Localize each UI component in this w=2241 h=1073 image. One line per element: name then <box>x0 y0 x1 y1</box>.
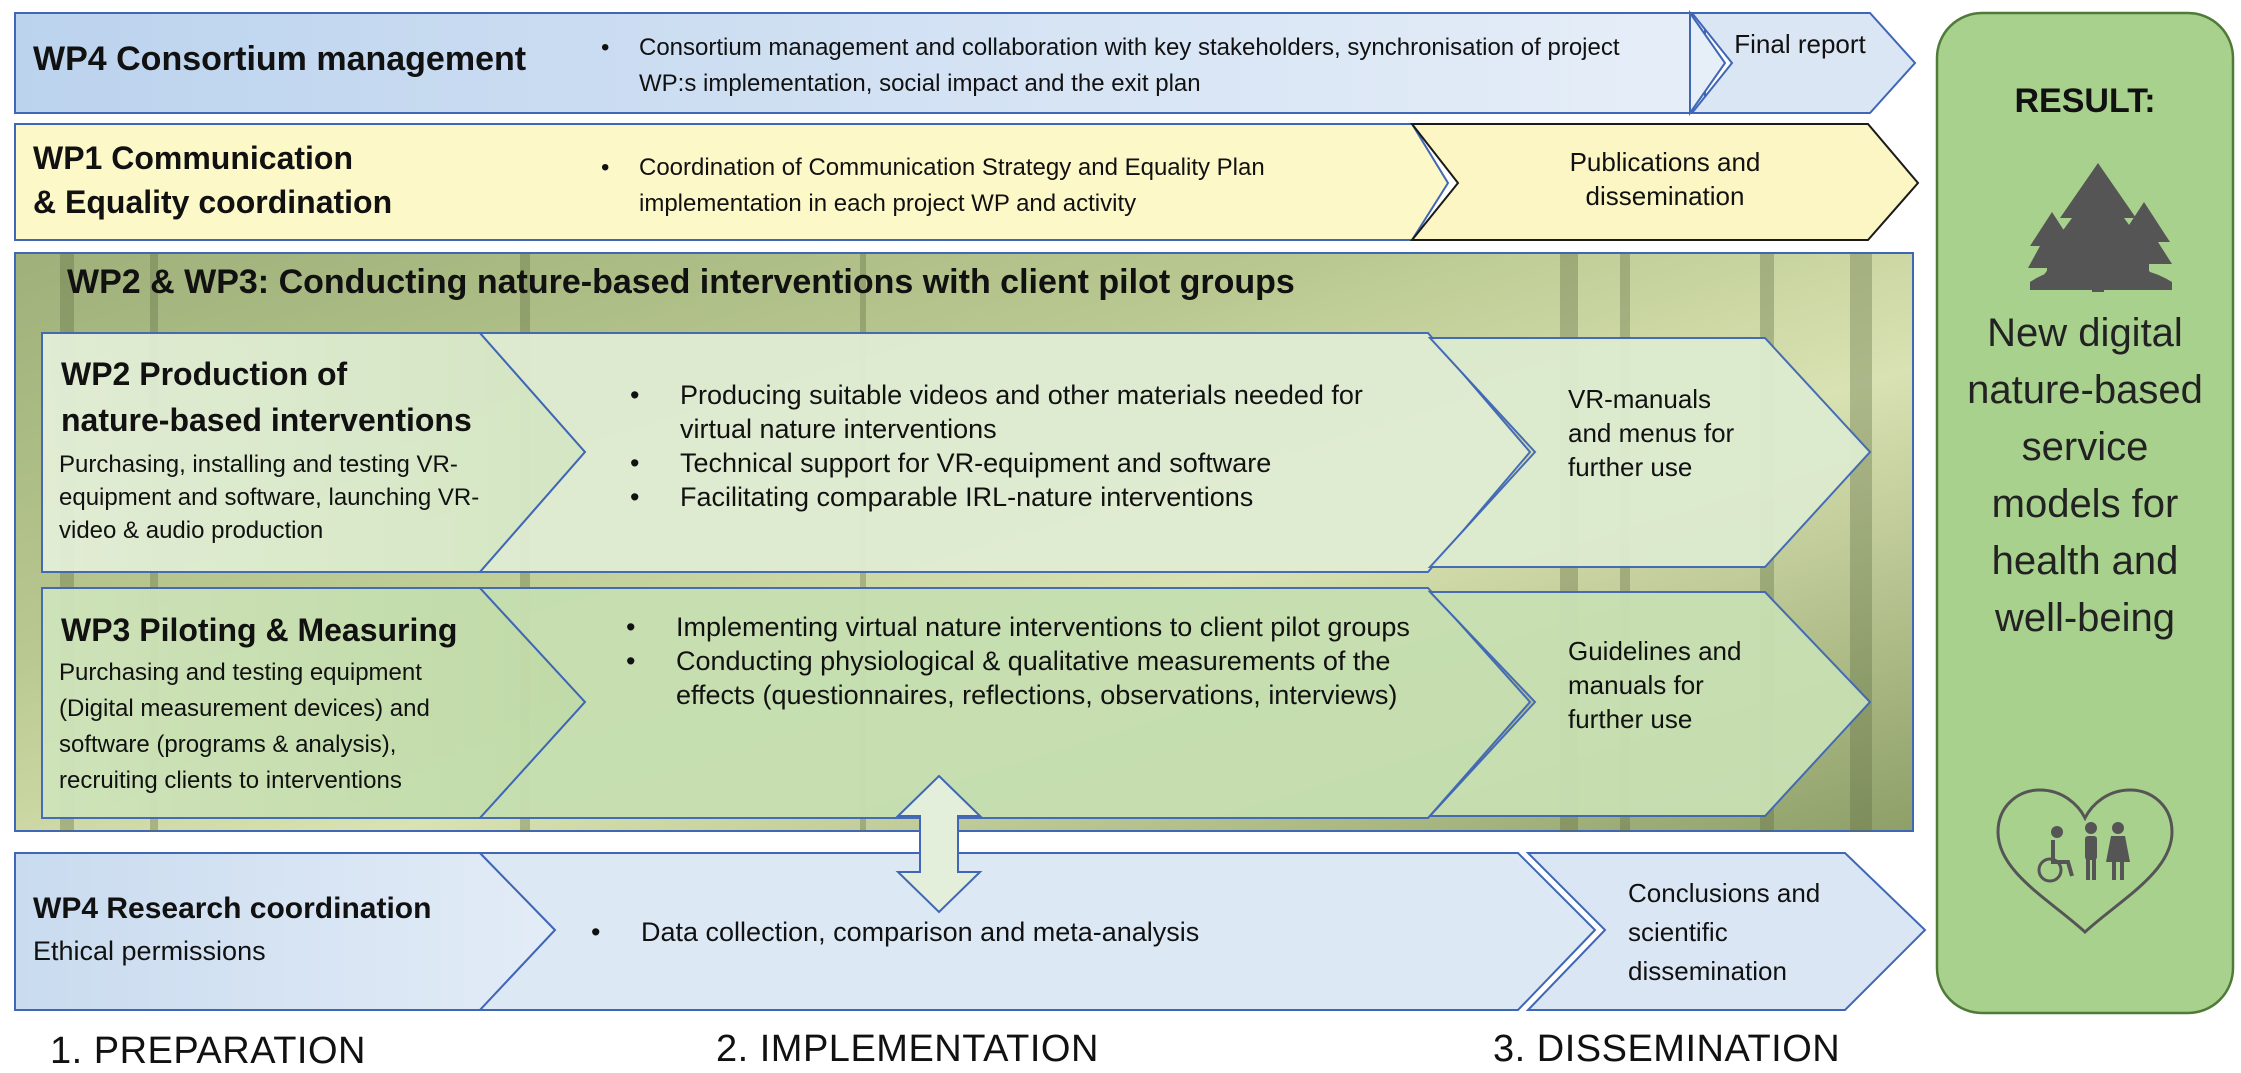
final-report-label: Final report <box>1734 29 1866 59</box>
wp3-title: WP3 Piloting & Measuring <box>61 612 458 648</box>
wp4-research-description: Ethical permissions <box>33 936 266 966</box>
wp4-research-bullets: Data collection, comparison and meta-ana… <box>583 915 1483 949</box>
wp3-bullet: Implementing virtual nature intervention… <box>618 610 1418 644</box>
wp4-research-output-chevron <box>1525 852 1927 1011</box>
wp2-bullets: Producing suitable videos and other mate… <box>622 378 1402 514</box>
wp4-research-output-label: Conclusions and scientific dissemination <box>1628 878 1821 986</box>
wp3-description: Purchasing and testing equipment (Digita… <box>59 659 430 794</box>
publications-label: Publications and dissemination <box>1569 147 1761 211</box>
wp23-heading: WP2 & WP3: Conducting nature-based inter… <box>67 263 1295 301</box>
wp2-title-line2: nature-based interventions <box>61 402 472 438</box>
wp4-research-title: WP4 Research coordination <box>33 892 432 925</box>
heart-people-icon <box>1996 788 2174 935</box>
wp4-research-bullet: Data collection, comparison and meta-ana… <box>583 915 1483 949</box>
wp2-title-line1: WP2 Production of <box>61 356 348 392</box>
result-text: New digital nature-based service models … <box>1967 311 2203 640</box>
trees-icon <box>2028 163 2172 292</box>
double-arrow-icon <box>895 774 983 914</box>
wp3-output-chevron <box>1427 591 1872 817</box>
wp2-description: Purchasing, installing and testing VR-eq… <box>59 451 480 544</box>
wp2-bullet: Facilitating comparable IRL-nature inter… <box>622 480 1402 514</box>
wp1-title-line2: & Equality coordination <box>33 184 393 220</box>
wp4-consortium-bullets: Consortium management and collaboration … <box>593 30 1673 102</box>
wp4-consortium-title: WP4 Consortium management <box>33 40 527 78</box>
phase-dissemination: 3. DISSEMINATION <box>1493 1028 1841 1070</box>
wp4-consortium-arrow <box>1689 9 1727 117</box>
wp2-bullet: Technical support for VR-equipment and s… <box>622 446 1402 480</box>
publications-chevron <box>1409 123 1920 241</box>
wp3-bullets: Implementing virtual nature intervention… <box>618 610 1418 712</box>
wp4-consortium-bullet: Consortium management and collaboration … <box>593 30 1673 102</box>
wp2-output-label: VR-manuals and menus for further use <box>1568 384 1735 482</box>
wp1-bullet: Coordination of Communication Strategy a… <box>593 150 1313 222</box>
wp3-bullet: Conducting physiological & qualitative m… <box>618 644 1418 712</box>
phase-preparation: 1. PREPARATION <box>50 1030 366 1072</box>
wp2-output-chevron <box>1427 337 1872 568</box>
wp1-bullets: Coordination of Communication Strategy a… <box>593 150 1313 222</box>
wp1-title-line1: WP1 Communication <box>33 140 354 176</box>
result-label: RESULT: <box>2014 82 2156 120</box>
wp3-output-label: Guidelines and manuals for further use <box>1568 636 1742 734</box>
phase-implementation: 2. IMPLEMENTATION <box>716 1028 1099 1070</box>
final-report-chevron <box>1689 12 1917 114</box>
wp2-bullet: Producing suitable videos and other mate… <box>622 378 1402 446</box>
wp4-research-title-chevron <box>14 852 557 1011</box>
